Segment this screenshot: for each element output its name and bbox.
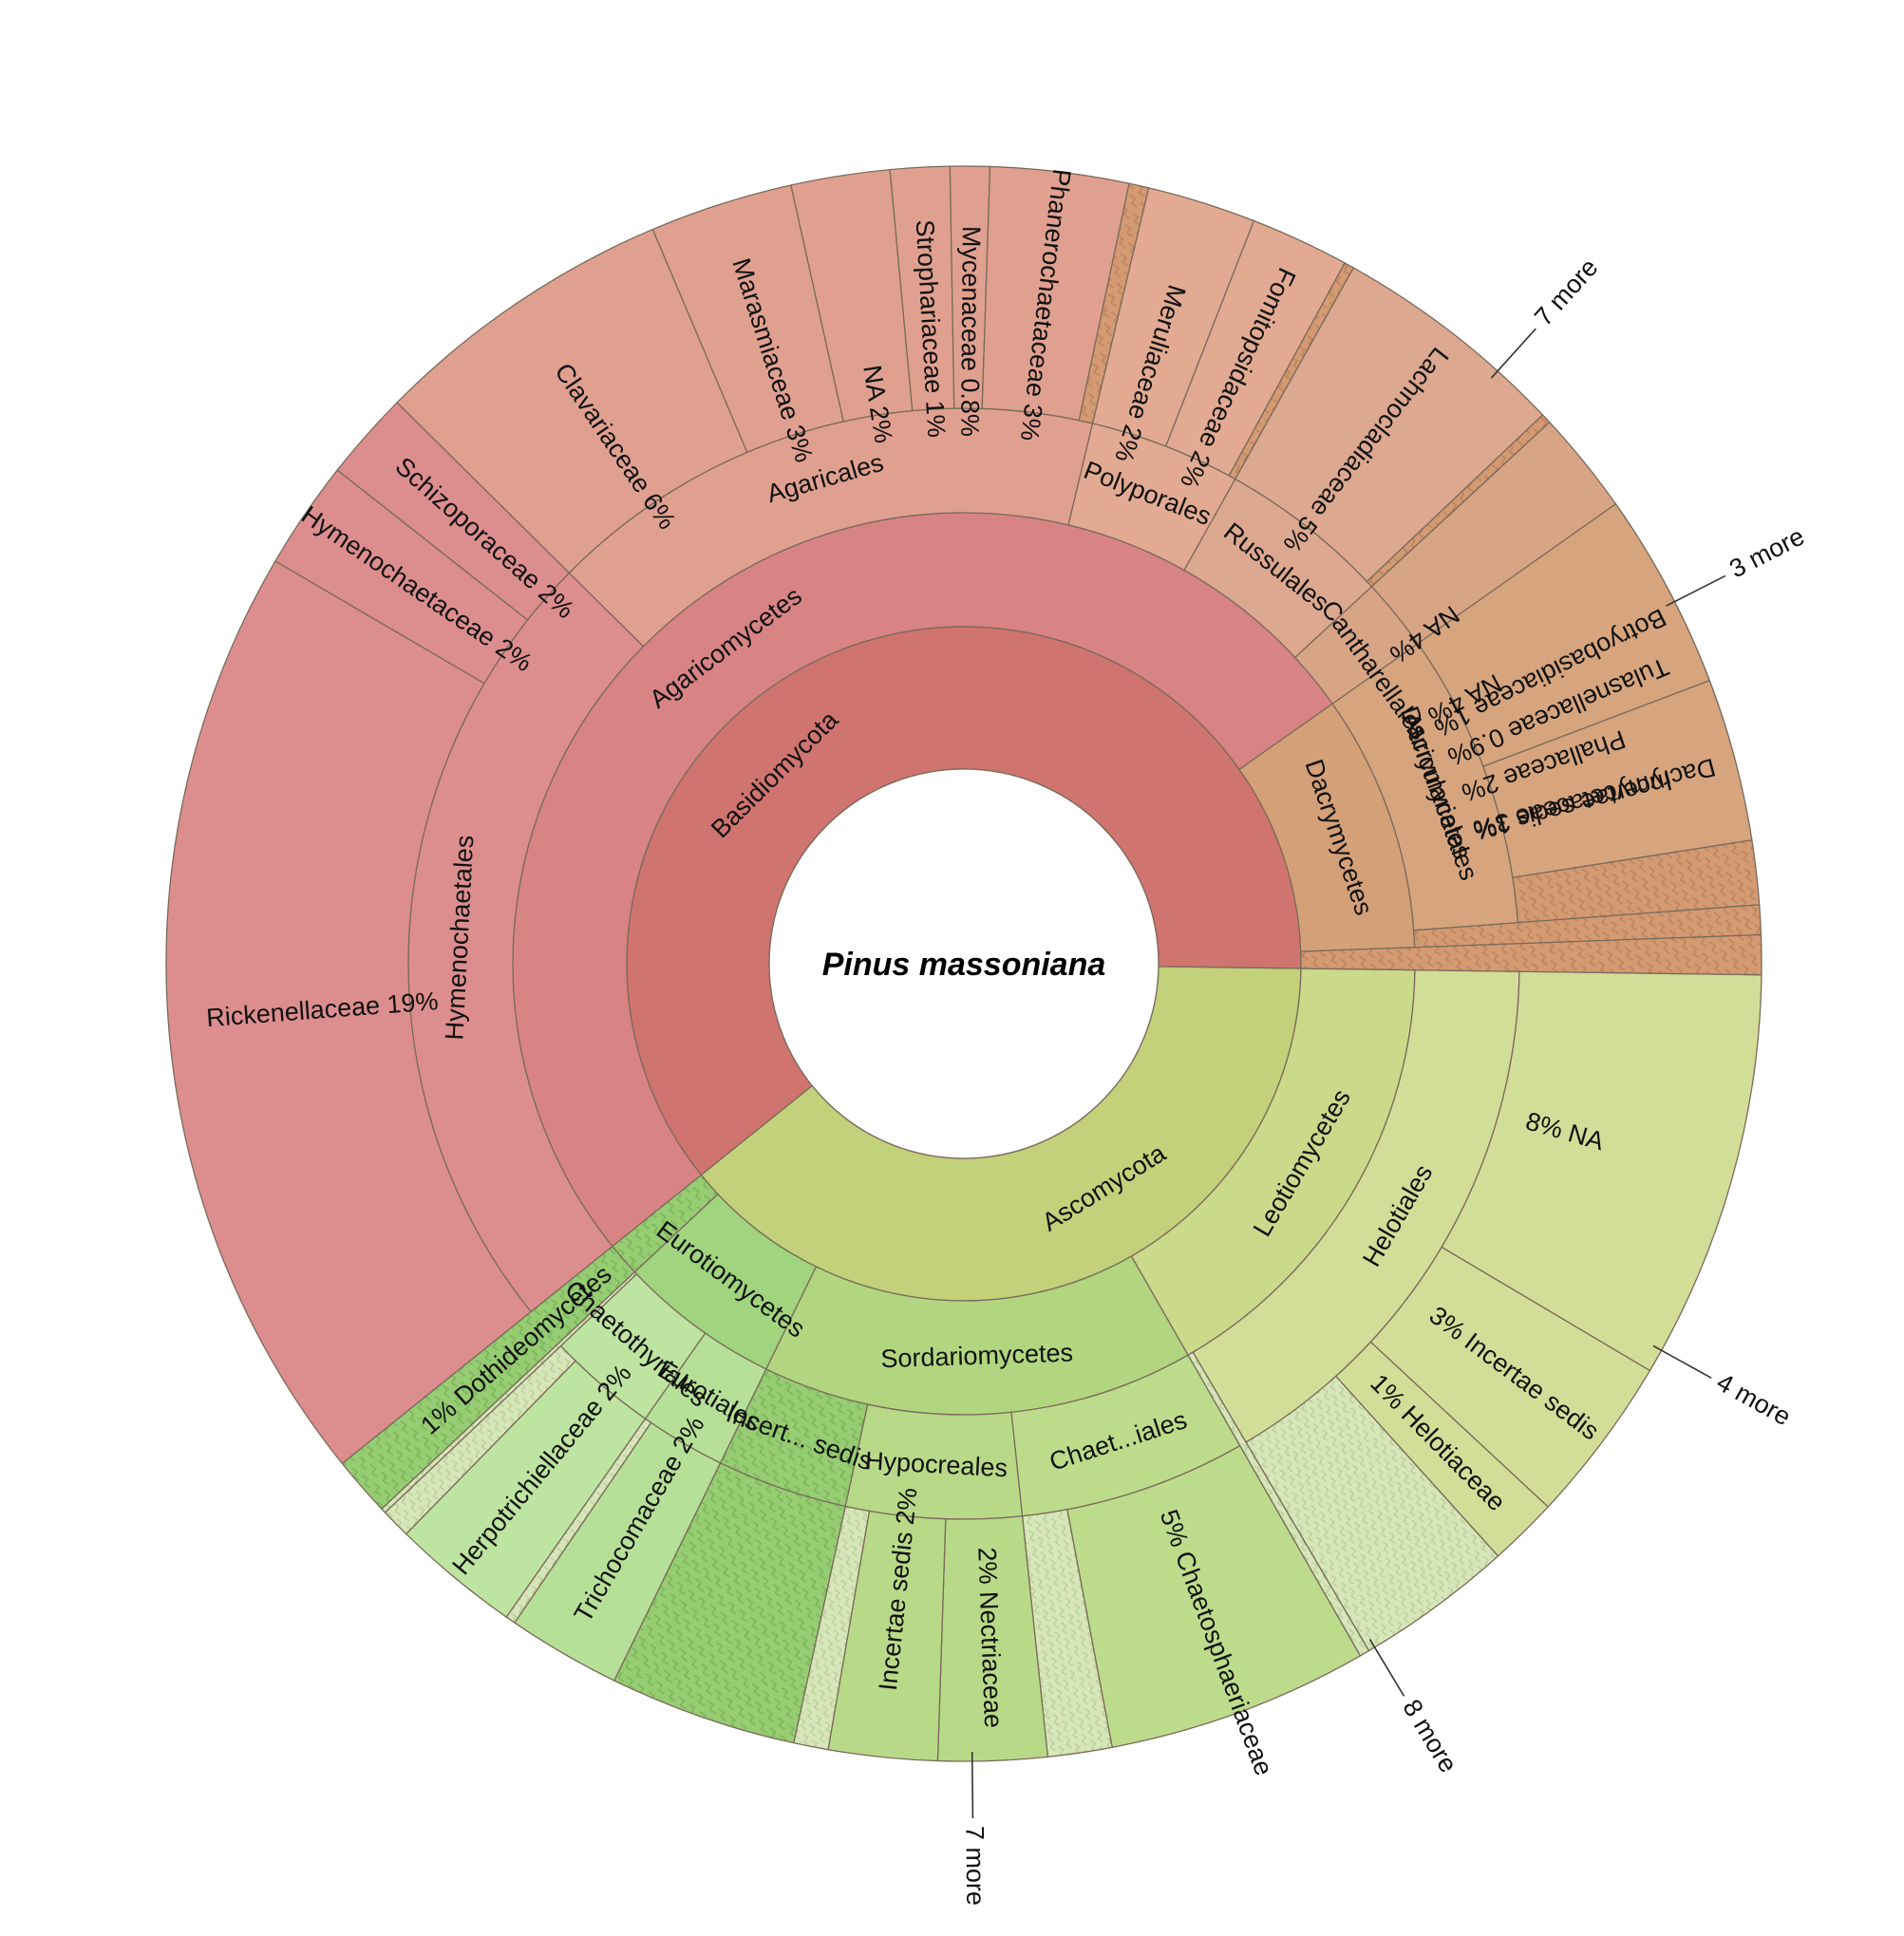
center-hole [768,768,1159,1159]
class-more-sliver[interactable] [1300,933,1763,976]
class-label-sordariomycetes: Sordariomycetes [880,1339,1073,1374]
more-label-basidio: 7 more [1529,253,1604,331]
family-label-mycenaceae: Mycenaceae 0.8% [955,226,986,437]
more-label-sordario-leader [1368,1639,1405,1697]
more-label-asco: 7 more [960,1826,990,1906]
more-label-sordario: 8 more [1397,1695,1462,1777]
more-label-basidio-leader [1490,328,1536,379]
family-rickenellaceae[interactable] [165,560,533,1465]
more-label-dacry-leader [1666,574,1726,607]
more-label-dacry: 3 more [1725,522,1809,584]
more-label-leotio: 4 more [1712,1367,1796,1431]
sunburst-segments [165,165,1763,1762]
family-label-nectriaceae: 2% Nectriaceae [972,1547,1008,1729]
more-label-leotio-leader [1652,1344,1712,1380]
chart-title: Pinus massoniana [822,947,1106,983]
more-label-asco-leader [971,1751,974,1818]
